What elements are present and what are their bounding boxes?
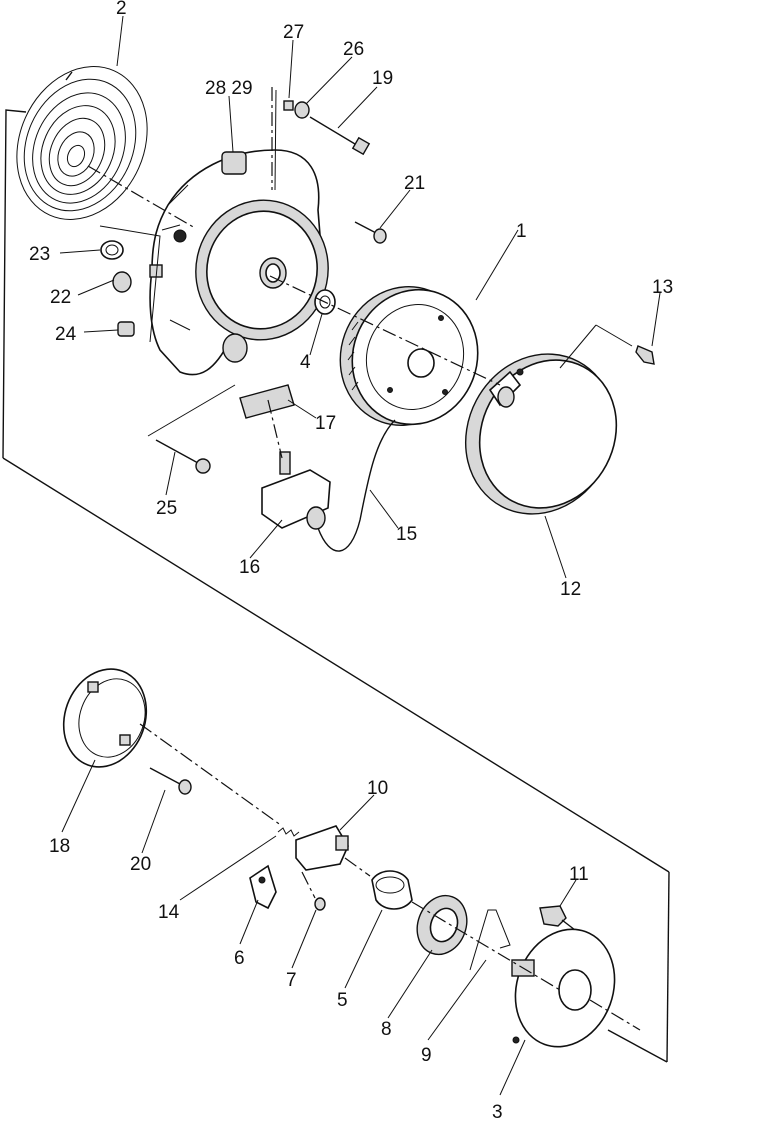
center-lines (87, 87, 641, 1031)
callout-labels: 2 27 26 19 28 29 21 1 13 23 22 24 4 17 2… (29, 0, 673, 1122)
callout-24: 24 (55, 324, 77, 345)
callout-12: 12 (560, 579, 581, 600)
callout-13: 13 (652, 277, 673, 298)
callout-27: 27 (283, 22, 304, 43)
callout-28-29: 28 29 (205, 78, 253, 99)
kill-switch-part (261, 419, 396, 552)
callout-3: 3 (492, 1102, 503, 1122)
bracket-lines (99, 89, 633, 437)
callout-11: 11 (569, 864, 589, 885)
callout-22: 22 (50, 287, 71, 308)
callout-1: 1 (516, 221, 527, 242)
callout-18: 18 (49, 836, 70, 857)
housing-part (149, 149, 329, 376)
leader-lines (59, 15, 661, 1096)
lower-assembly (62, 668, 616, 1048)
part-26-nut (294, 101, 310, 119)
callout-25: 25 (156, 498, 177, 519)
part-27-cap (283, 100, 294, 111)
callout-6: 6 (234, 948, 245, 969)
callout-21: 21 (404, 173, 425, 194)
callout-5: 5 (337, 990, 348, 1011)
callout-9: 9 (421, 1045, 432, 1066)
pulley-part (339, 285, 479, 427)
callout-8: 8 (381, 1019, 392, 1040)
callout-19: 19 (372, 68, 393, 89)
callout-2: 2 (116, 0, 127, 19)
callout-14: 14 (158, 902, 180, 923)
callout-16: 16 (239, 557, 260, 578)
callout-20: 20 (130, 854, 151, 875)
frame-lines (2, 109, 670, 1063)
recoil-spring-part (16, 66, 148, 220)
callout-17: 17 (315, 413, 336, 434)
starter-cover-part (464, 353, 618, 515)
callout-26: 26 (343, 39, 364, 60)
callout-23: 23 (29, 244, 50, 265)
callout-4: 4 (300, 352, 311, 373)
callout-7: 7 (286, 970, 297, 991)
callout-15: 15 (396, 524, 417, 545)
callout-10: 10 (367, 778, 388, 799)
